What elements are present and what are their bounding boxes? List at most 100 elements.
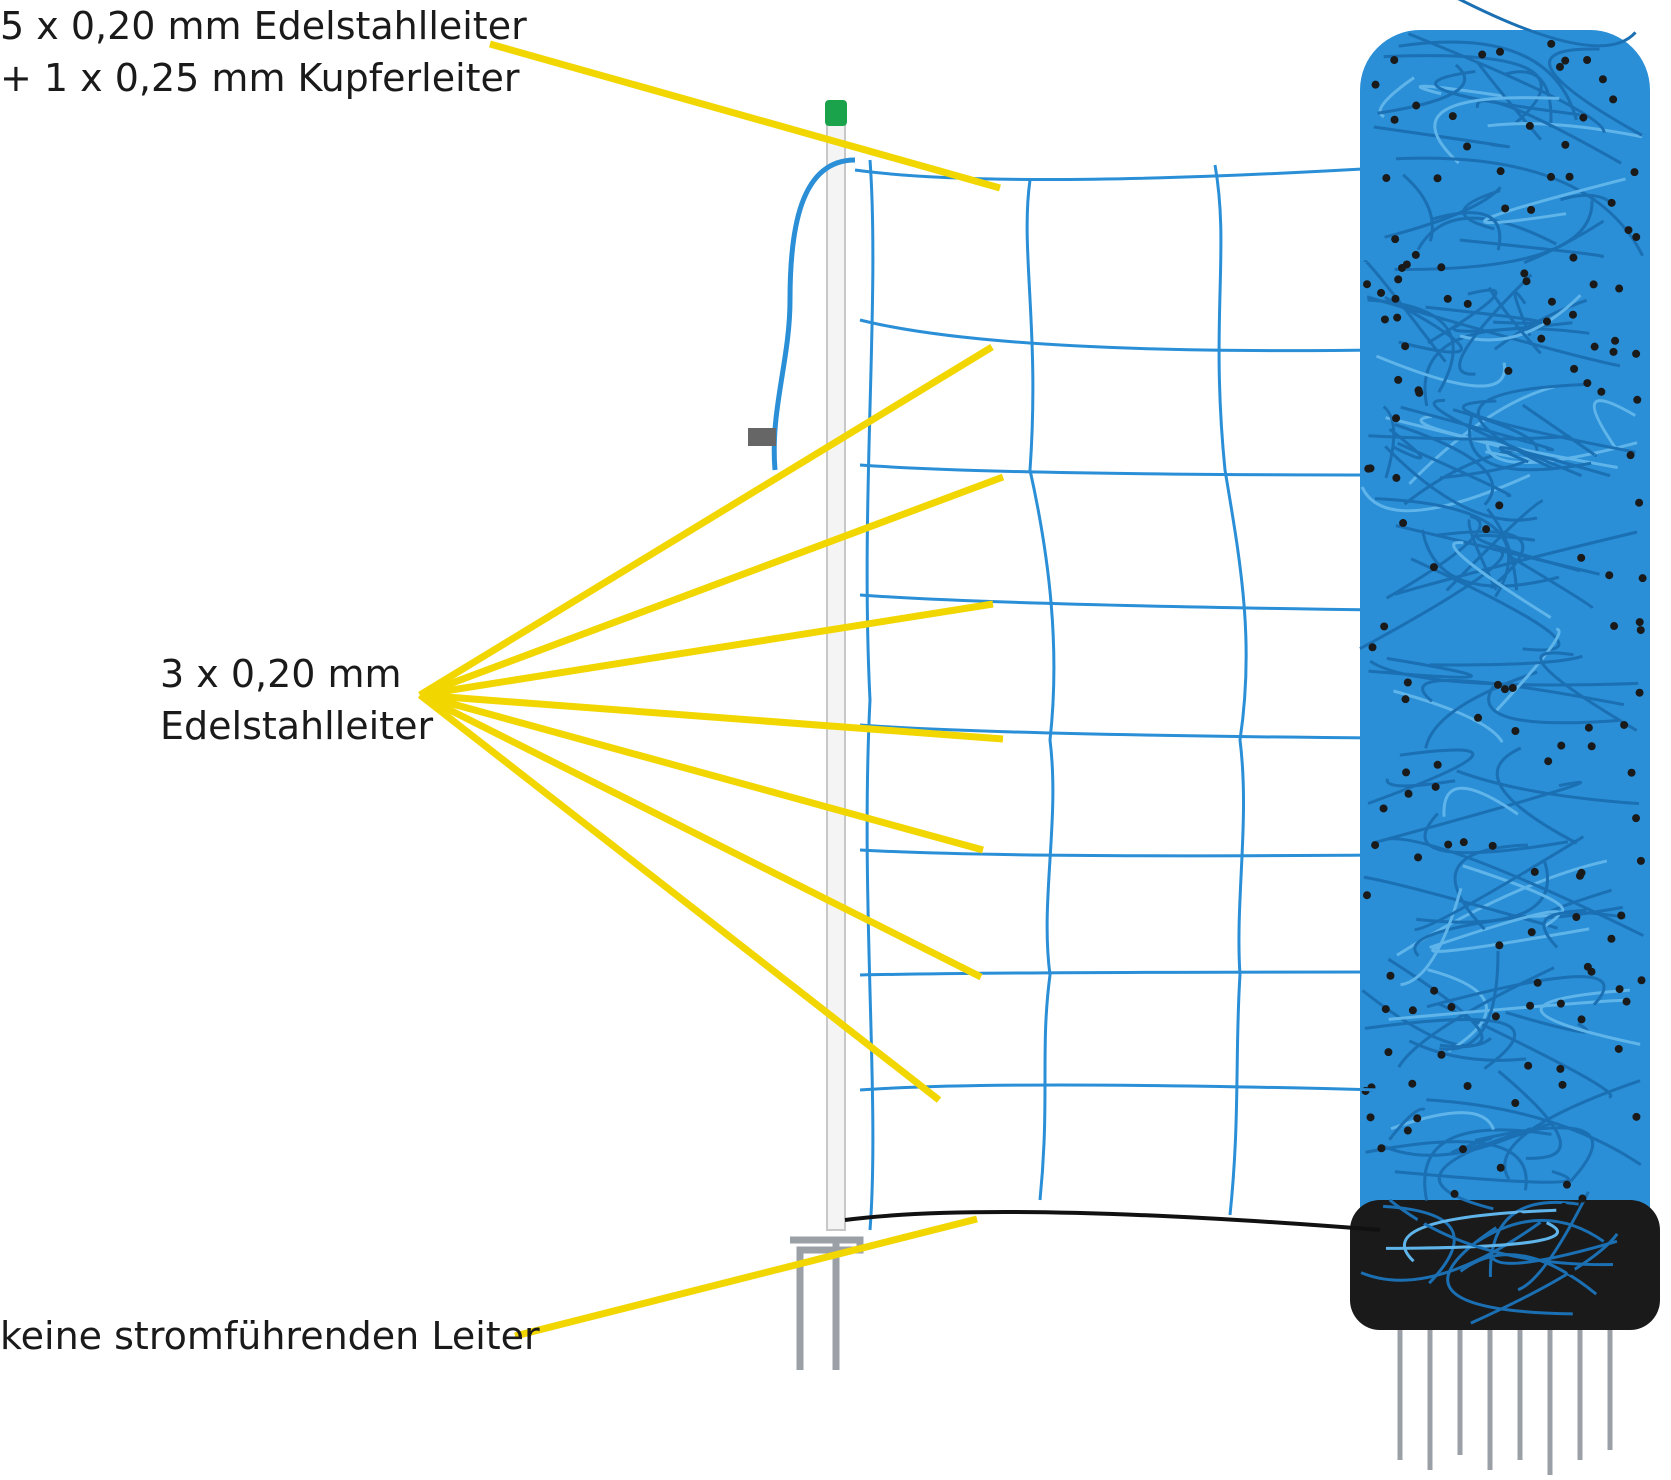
roll-strand xyxy=(1431,927,1590,953)
roll-knot xyxy=(1399,519,1408,528)
roll-knot xyxy=(1527,205,1536,214)
roll-strand xyxy=(1521,403,1597,458)
roll-knot xyxy=(1626,451,1635,460)
roll-strand xyxy=(1495,627,1561,712)
roll-strand xyxy=(1475,99,1622,165)
roll-knot xyxy=(1583,55,1592,64)
roll-knot xyxy=(1615,985,1624,994)
roll-strand xyxy=(1384,296,1463,354)
roll-strand xyxy=(1507,553,1594,609)
rolled-net-bundle xyxy=(1350,0,1660,1475)
roll-knot xyxy=(1525,121,1534,130)
roll-strand xyxy=(1427,968,1488,1053)
roll-strand xyxy=(1453,843,1529,931)
roll-strand xyxy=(1375,354,1507,388)
roll-knot xyxy=(1611,336,1620,345)
roll-strand xyxy=(1456,769,1639,806)
roll-knot xyxy=(1463,1081,1472,1090)
label-middle-conductors: 3 x 0,20 mm Edelstahlleiter xyxy=(160,648,433,752)
roll-knot xyxy=(1391,294,1400,303)
roll-knot xyxy=(1501,204,1510,213)
roll-knot xyxy=(1511,726,1520,735)
callout-line-mid-7 xyxy=(417,692,942,1103)
roll-knot xyxy=(1448,112,1457,121)
roll-knot xyxy=(1403,1126,1412,1135)
roll-knot xyxy=(1495,501,1504,510)
roll-strand xyxy=(1359,547,1505,651)
roll-knot xyxy=(1403,678,1412,687)
roll-knot xyxy=(1636,856,1645,865)
roll-knot xyxy=(1463,299,1472,308)
roll-knot xyxy=(1556,1064,1565,1073)
roll-knot xyxy=(1524,1061,1533,1070)
roll-knot xyxy=(1478,50,1487,59)
roll-knot xyxy=(1429,563,1438,572)
roll-strand xyxy=(1592,399,1637,450)
roll-strand xyxy=(1497,1070,1562,1160)
connector-clip xyxy=(748,428,776,446)
roll-strand xyxy=(1548,47,1643,137)
roll-knot xyxy=(1417,1216,1426,1225)
roll-knot xyxy=(1533,978,1542,987)
roll-knot xyxy=(1515,1212,1524,1221)
roll-knot xyxy=(1496,1163,1505,1172)
roll-strand xyxy=(1383,1204,1456,1285)
roll-strand xyxy=(1388,998,1629,1021)
roll-strand xyxy=(1427,288,1498,345)
roll-knot xyxy=(1579,113,1588,122)
roll-strand xyxy=(1495,746,1578,845)
roll-knot xyxy=(1638,574,1647,583)
roll-knot xyxy=(1414,853,1423,862)
roll-knot xyxy=(1624,226,1633,235)
roll-strand xyxy=(1483,177,1626,225)
roll-strand xyxy=(1505,1011,1590,1034)
roll-knot xyxy=(1444,840,1453,849)
roll-strand xyxy=(1385,1221,1560,1250)
roll-strand xyxy=(1462,399,1636,454)
label-bottom-non-conductive: keine stromführenden Leiter xyxy=(0,1314,540,1358)
roll-strand xyxy=(1387,837,1645,937)
roll-knot xyxy=(1609,347,1618,356)
roll-knot xyxy=(1371,80,1380,89)
roll-strand xyxy=(1434,69,1580,117)
roll-knot xyxy=(1572,913,1581,922)
roll-knot xyxy=(1605,571,1614,580)
roll-strand xyxy=(1429,910,1561,949)
roll-strand xyxy=(1487,286,1542,355)
roll-knot xyxy=(1371,841,1380,850)
label-top-line2: + 1 x 0,25 mm Kupferleiter xyxy=(0,56,520,100)
roll-knot xyxy=(1537,334,1546,343)
roll-knot xyxy=(1609,95,1618,104)
roll-knot xyxy=(1401,342,1410,351)
roll-strand xyxy=(1368,434,1571,441)
roll-knot xyxy=(1392,414,1401,423)
roll-knot xyxy=(1447,1003,1456,1012)
roll-knot xyxy=(1632,349,1641,358)
roll-knot xyxy=(1463,142,1472,151)
roll-knot xyxy=(1583,962,1592,971)
roll-knot xyxy=(1459,838,1468,847)
roll-strand xyxy=(1426,975,1606,1009)
roll-knot xyxy=(1561,56,1570,65)
roll-strand xyxy=(1372,780,1582,845)
roll-knot xyxy=(1496,167,1505,176)
roll-strand xyxy=(1542,910,1626,949)
roll-strand xyxy=(1418,84,1504,98)
roll-knot xyxy=(1362,891,1371,900)
roll-strand xyxy=(1459,238,1605,259)
roll-knot xyxy=(1496,47,1505,56)
roll-knot xyxy=(1617,911,1626,920)
roll-knot xyxy=(1482,525,1491,534)
roll-strand xyxy=(1462,189,1501,231)
roll-knot xyxy=(1379,804,1388,813)
roll-strand xyxy=(1388,1107,1426,1141)
roll-strand xyxy=(1474,1126,1594,1183)
roll-knot xyxy=(1633,395,1642,404)
roll-knot xyxy=(1562,1180,1571,1189)
roll-knot xyxy=(1547,172,1556,181)
fence-post xyxy=(790,100,864,1370)
roll-strand xyxy=(1491,1239,1618,1265)
roll-strand xyxy=(1374,497,1511,598)
roll-knot xyxy=(1530,867,1539,876)
